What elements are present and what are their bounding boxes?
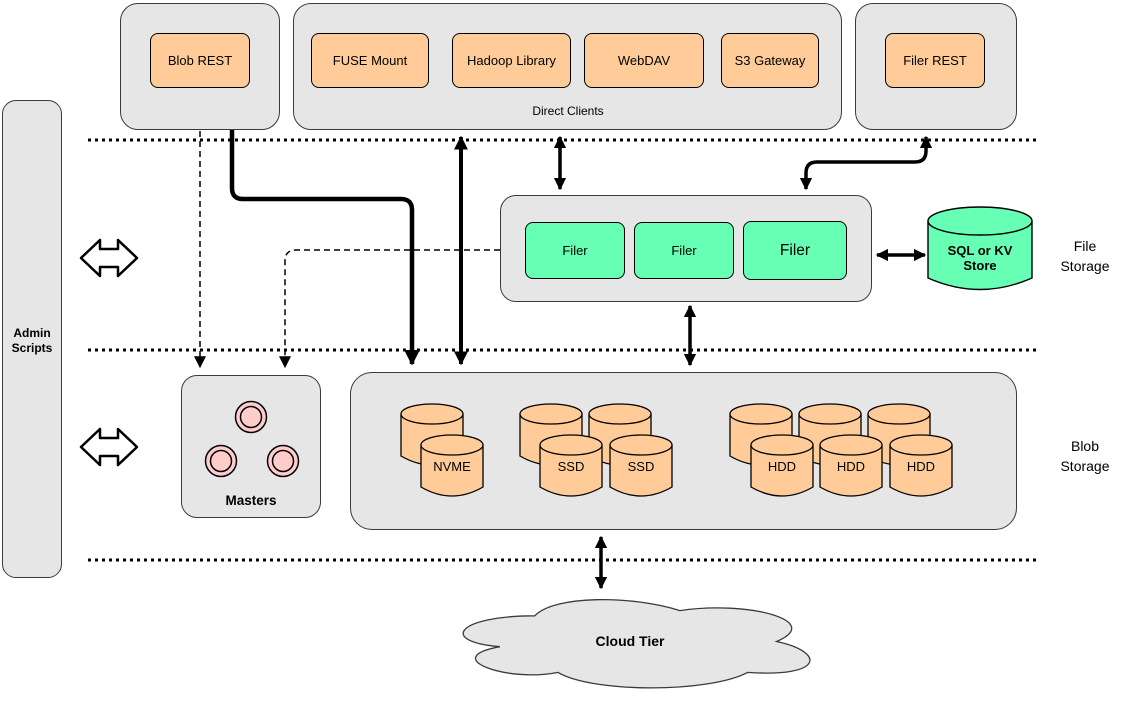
sql-kv-store-cylinder-icon [927, 206, 1033, 291]
hdd-cylinder-icon [750, 445, 814, 497]
masters-label: Masters [225, 493, 277, 508]
nvme-label: NVME [433, 459, 471, 474]
direct-clients-caption: Direct Clients [532, 104, 604, 118]
filer-node-1: Filer [525, 222, 625, 279]
file-storage-section-label: File Storage [1060, 238, 1110, 274]
filer-rest-node: Filer REST [885, 33, 985, 88]
ssd-cylinder-icon [539, 445, 603, 497]
hdd-label: HDD [836, 459, 866, 474]
arrow-blobrest-to-volumes [229, 130, 420, 366]
fuse-mount-node: FUSE Mount [311, 33, 429, 88]
s3-gateway-node: S3 Gateway [721, 33, 819, 88]
ssd-label: SSD [557, 459, 585, 474]
volume-cylinders-front [420, 434, 953, 497]
master-node-icons [204, 400, 300, 478]
arrow-filerrest-filers-bidirectional [799, 135, 933, 191]
admin-blob-storage-double-arrow-icon [79, 427, 139, 467]
nvme-cylinder-icon [420, 445, 484, 497]
admin-file-storage-double-arrow-icon [79, 238, 139, 278]
hdd-cylinder-icon [819, 445, 883, 497]
filer-node-2: Filer [634, 222, 734, 279]
hdd-label: HDD [906, 459, 936, 474]
cloud-tier-label: Cloud Tier [595, 633, 665, 649]
dashed-filers-to-masters [279, 249, 500, 369]
blob-storage-section-label: Blob Storage [1060, 438, 1110, 474]
masters-group [181, 375, 321, 518]
hdd-cylinder-icon [889, 445, 953, 497]
hadoop-library-node: Hadoop Library [452, 33, 571, 88]
filer-node-3: Filer [743, 221, 847, 280]
webdav-node: WebDAV [584, 33, 704, 88]
ssd-label: SSD [627, 459, 655, 474]
sql-kv-store-label: SQL or KV Store [947, 243, 1013, 273]
hdd-label: HDD [767, 459, 797, 474]
admin-scripts-label: Admin Scripts [11, 326, 53, 355]
cloud-tier-shape [462, 598, 811, 689]
blob-rest-node: Blob REST [150, 33, 250, 88]
admin-scripts-panel [2, 100, 62, 578]
ssd-cylinder-icon [609, 445, 673, 497]
